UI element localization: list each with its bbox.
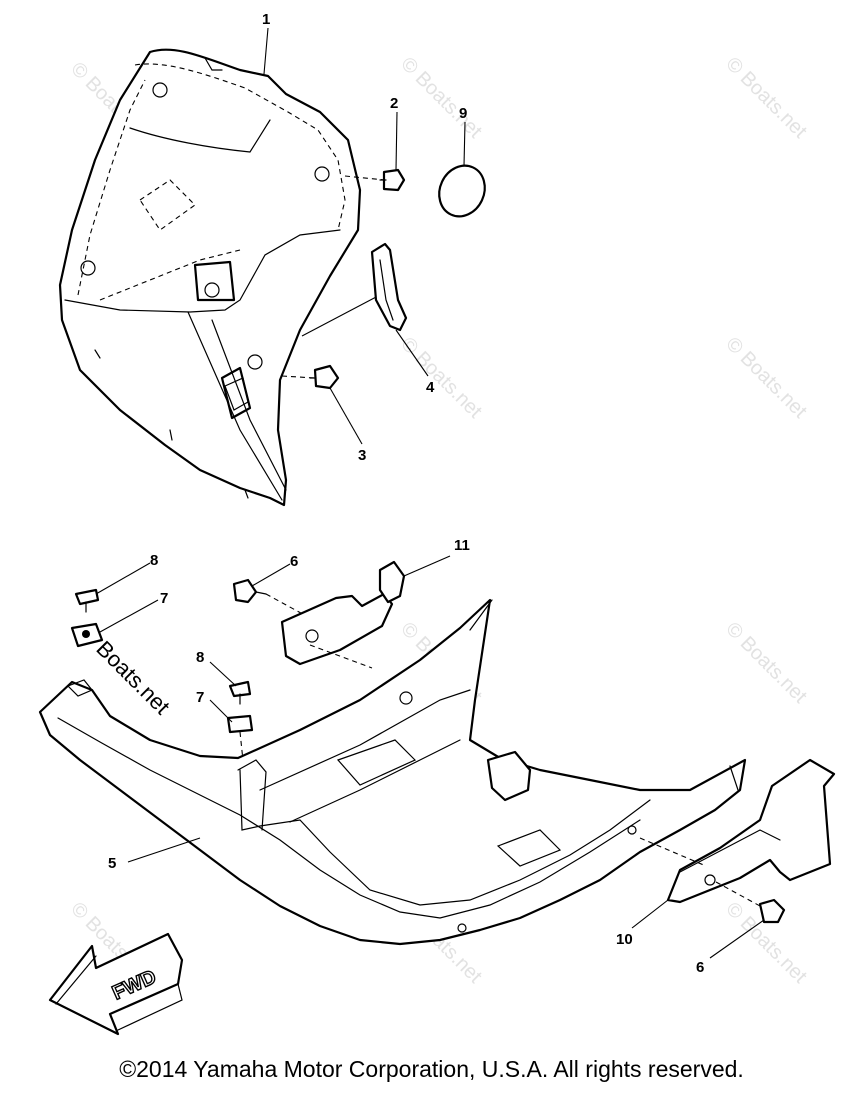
copyright-notice: ©2014 Yamaha Motor Corporation, U.S.A. A…: [119, 1056, 744, 1082]
callout-label: 6: [696, 959, 704, 976]
callout-label: 7: [160, 590, 168, 607]
callout-label: 3: [358, 447, 366, 464]
part-9-seal: [438, 164, 486, 218]
part-10-bracket: [639, 758, 836, 904]
watermark: © Boats.net: [721, 618, 811, 708]
part-2-screw: [344, 168, 406, 192]
leader-lines: [95, 27, 765, 959]
parts-diagram: © Boats.net © Boats.net © Boats.net © Bo…: [38, 11, 836, 1036]
part-3-bolt: [281, 364, 340, 390]
watermark: © Boats.net: [396, 53, 486, 143]
part-6-bolt-upper: [232, 578, 311, 619]
callout-label: 8: [150, 552, 158, 569]
part-4-bracket: [301, 242, 408, 337]
callout-label: 7: [196, 689, 204, 706]
callout-label: 5: [108, 855, 116, 872]
part-5-under-cover: [38, 598, 747, 946]
callout-label: 8: [196, 649, 204, 666]
callout-label: 4: [426, 379, 435, 396]
callout-label: 1: [262, 11, 270, 28]
watermark: © Boats.net: [396, 333, 486, 423]
callout-label: 9: [459, 105, 467, 122]
part-6-bolt-lower: [715, 881, 786, 924]
callout-label: 11: [454, 537, 470, 554]
callout-label: 6: [290, 553, 298, 570]
callout-label: 10: [616, 931, 633, 948]
part-1-upper-cover: [58, 48, 362, 507]
callouts: 1 2 9 4 3 8 7 6 11 8 7 5 10 6: [108, 11, 704, 976]
watermark: © Boats.net: [721, 53, 811, 143]
watermark: © Boats.net: [721, 333, 811, 423]
callout-label: 2: [390, 95, 398, 112]
part-11-clip: [280, 560, 406, 669]
fasteners-left: [70, 588, 104, 648]
